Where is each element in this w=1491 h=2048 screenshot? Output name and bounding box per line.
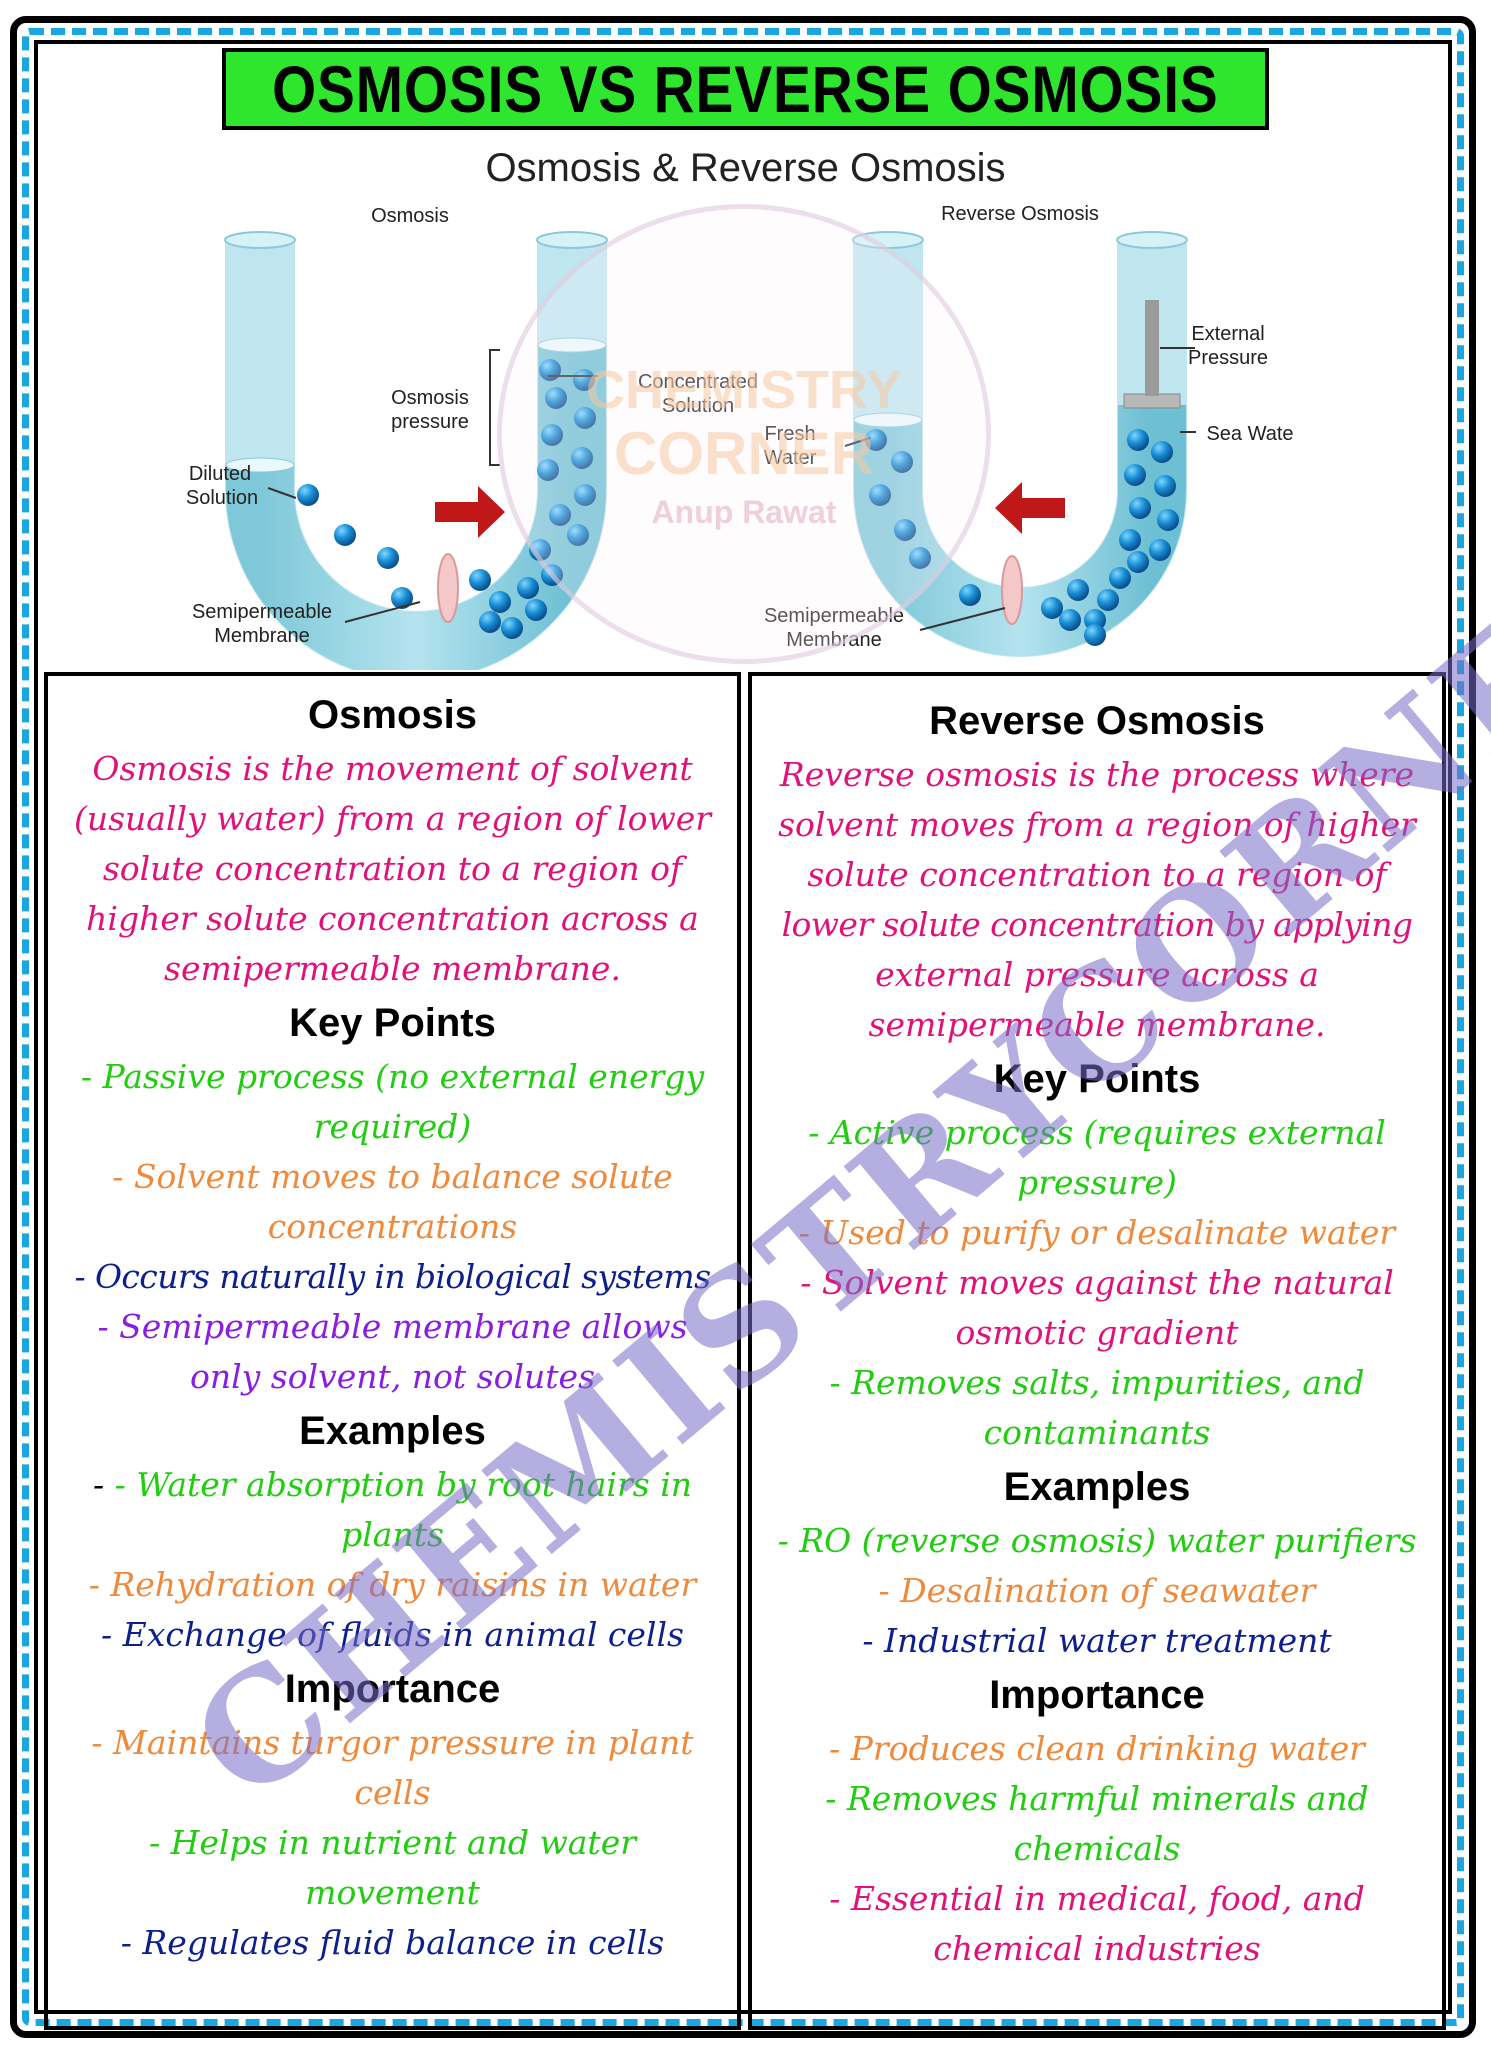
key-point-line: - Occurs naturally in biological systems (74, 1257, 712, 1296)
key-point-line: contaminants (983, 1413, 1211, 1452)
definition-line: semipermeable membrane. (164, 949, 621, 988)
importance-line: - Essential in medical, food, and (829, 1879, 1365, 1918)
osmosis-key-points-list: - Passive process (no external energy re… (56, 1052, 729, 1402)
definition-line: Reverse osmosis is the process where (779, 755, 1415, 794)
key-point-line: - Active process (requires external (808, 1113, 1386, 1152)
importance-line: movement (305, 1873, 480, 1912)
reverse-importance-list: - Produces clean drinking water - Remove… (760, 1724, 1434, 1974)
dashed-frame (22, 28, 1464, 2026)
definition-line: solute concentration to a region of (102, 849, 683, 888)
osmosis-examples-list: - - Water absorption by root hairs in pl… (56, 1460, 729, 1660)
concentrated-solution-label-line2: Solution (662, 395, 734, 417)
reverse-importance-heading: Importance (989, 1673, 1205, 1717)
importance-line: chemical industries (933, 1929, 1261, 1968)
example-line: - Industrial water treatment (862, 1621, 1332, 1660)
reverse-key-points-list: - Active process (requires external pres… (760, 1108, 1434, 1458)
importance-line: - Maintains turgor pressure in plant (91, 1723, 694, 1762)
example-line: - Rehydration of dry raisins in water (88, 1565, 697, 1604)
reverse-membrane-shape (1001, 555, 1023, 625)
osmosis-definition: Osmosis is the movement of solvent (usua… (56, 744, 729, 994)
key-point-line: concentrations (267, 1207, 518, 1246)
page-title: OSMOSIS VS REVERSE OSMOSIS (222, 48, 1269, 130)
example-line: - RO (reverse osmosis) water purifiers (777, 1521, 1417, 1560)
inner-frame (34, 40, 1452, 2014)
example-line: plants (341, 1515, 444, 1554)
external-pressure-label-line2: Pressure (1188, 347, 1268, 369)
definition-line: solvent moves from a region of higher (778, 805, 1416, 844)
reverse-osmosis-arrow-shape (995, 482, 1065, 534)
osmosis-membrane-shape (437, 553, 459, 623)
key-point-line: osmotic gradient (955, 1313, 1239, 1352)
key-point-line: - Used to purify or desalinate water (798, 1213, 1396, 1252)
osmosis-key-points-heading: Key Points (289, 1001, 496, 1045)
definition-line: lower solute concentration by applying (781, 905, 1413, 944)
osmosis-label: Osmosis (371, 205, 449, 227)
diagram-title: Osmosis & Reverse Osmosis (485, 146, 1006, 190)
key-point-line: only solvent, not solutes (189, 1357, 596, 1396)
definition-line: higher solute concentration across a (86, 899, 699, 938)
osmosis-pressure-label-line2: pressure (391, 411, 469, 433)
reverse-membrane-label-line2: Membrane (786, 629, 882, 651)
key-point-line: - Semipermeable membrane allows (97, 1307, 688, 1346)
fresh-water-label-line2: Water (764, 447, 817, 469)
key-point-line: pressure) (1017, 1163, 1177, 1202)
definition-line: semipermeable membrane. (868, 1005, 1326, 1044)
osmosis-membrane-label-line1: Semipermeable (192, 601, 332, 623)
key-point-line: - Solvent moves against the natural (800, 1263, 1394, 1302)
osmosis-importance-list: - Maintains turgor pressure in plant cel… (56, 1718, 729, 1968)
osmosis-membrane-label-line2: Membrane (214, 625, 310, 647)
piston-rod-shape (1145, 300, 1159, 396)
example-line: - - Water absorption by root hairs in (93, 1465, 692, 1504)
reverse-membrane-label-line1: Semipermeable (764, 605, 904, 627)
key-point-line: - Solvent moves to balance solute (112, 1157, 673, 1196)
importance-line: - Produces clean drinking water (829, 1729, 1365, 1768)
concentrated-solution-label-line1: Concentrated (638, 371, 758, 393)
importance-line: - Removes harmful minerals and (825, 1779, 1369, 1818)
importance-line: - Helps in nutrient and water (148, 1823, 636, 1862)
key-point-line: - Removes salts, impurities, and (829, 1363, 1365, 1402)
definition-line: Osmosis is the movement of solvent (92, 749, 693, 788)
reverse-examples-heading: Examples (1003, 1465, 1191, 1509)
definition-line: (usually water) from a region of lower (73, 799, 712, 838)
reverse-osmosis-u-tube (844, 231, 1196, 657)
osmosis-panel: Osmosis Osmosis is the movement of solve… (44, 672, 741, 2030)
outer-frame (10, 16, 1476, 2038)
example-line: - Desalination of seawater (878, 1571, 1316, 1610)
definition-line: solute concentration to a region of (807, 855, 1387, 894)
reverse-key-points-heading: Key Points (993, 1057, 1201, 1101)
osmosis-importance-heading: Importance (284, 1667, 501, 1711)
importance-line: chemicals (1013, 1829, 1181, 1868)
reverse-osmosis-panel: Reverse Osmosis Reverse osmosis is the p… (748, 672, 1446, 2030)
external-pressure-label-line1: External (1191, 323, 1264, 345)
importance-line: cells (354, 1773, 431, 1812)
diluted-solution-label-line2: Solution (186, 487, 258, 509)
definition-line: external pressure across a (875, 955, 1319, 994)
osmosis-u-tube (224, 231, 608, 670)
reverse-examples-list: - RO (reverse osmosis) water purifiers -… (760, 1516, 1434, 1666)
osmosis-pressure-label-line1: Osmosis (391, 387, 469, 409)
sea-water-label: Sea Wate (1206, 423, 1293, 445)
osmosis-examples-heading: Examples (299, 1409, 486, 1453)
piston-shape (1123, 393, 1181, 409)
key-point-line: required) (313, 1107, 472, 1146)
example-text: - Water absorption by root hairs in (114, 1465, 692, 1504)
reverse-osmosis-label: Reverse Osmosis (941, 203, 1099, 225)
page-title-text: OSMOSIS VS REVERSE OSMOSIS (272, 52, 1219, 126)
reverse-osmosis-heading: Reverse Osmosis (929, 699, 1265, 743)
key-point-line: - Passive process (no external energy (80, 1057, 705, 1096)
example-line: - Exchange of fluids in animal cells (101, 1615, 684, 1654)
fresh-water-label-line1: Fresh (764, 423, 815, 445)
osmosis-heading: Osmosis (308, 693, 477, 737)
diluted-solution-label-line1: Diluted (189, 463, 251, 485)
reverse-osmosis-definition: Reverse osmosis is the process where sol… (760, 750, 1434, 1050)
osmosis-arrow-shape (435, 486, 505, 538)
osmosis-diagram: Osmosis Osmosis pressure Concentrated So… (186, 203, 1294, 670)
importance-line: - Regulates fluid balance in cells (120, 1923, 665, 1962)
